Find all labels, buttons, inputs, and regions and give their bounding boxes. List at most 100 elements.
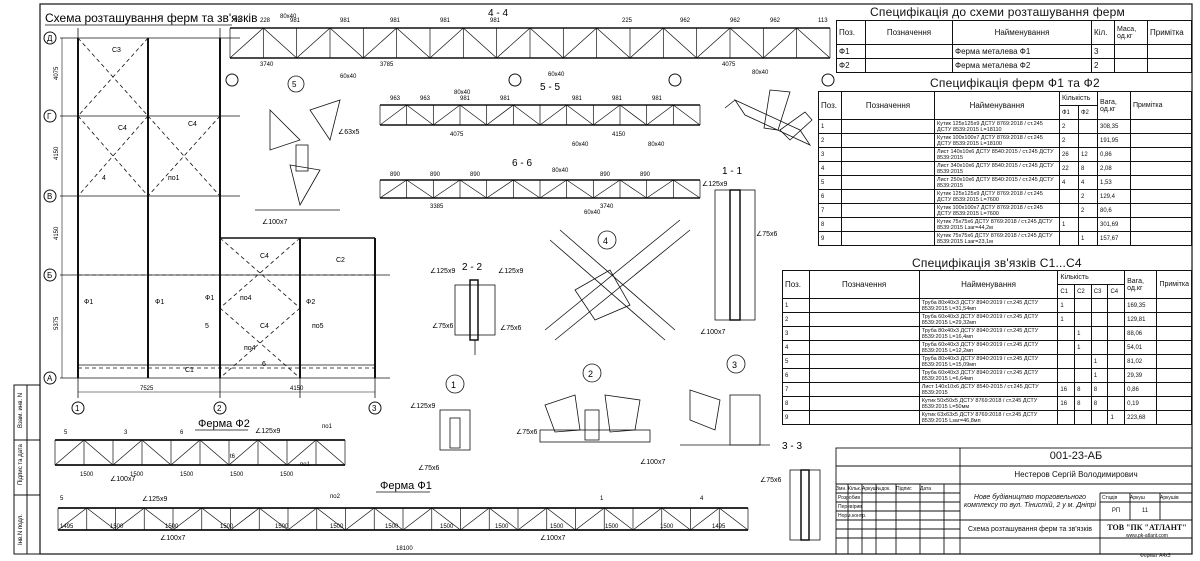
svg-text:С3: С3 — [112, 47, 121, 54]
section-title: 6 - 6 — [512, 158, 532, 169]
svg-text:по2: по2 — [330, 494, 341, 500]
svg-text:1500: 1500 — [330, 524, 344, 530]
table-cell: 8 — [1078, 161, 1098, 176]
svg-text:963: 963 — [390, 96, 401, 102]
table-cell: 1 — [1090, 354, 1109, 369]
svg-text:981: 981 — [572, 96, 583, 102]
svg-text:1500: 1500 — [660, 524, 674, 530]
svg-text:962: 962 — [730, 18, 741, 24]
table-cell: Лист 340х10х6 ДСТУ 8540:2015 / ст.245 ДС… — [934, 161, 1060, 176]
truss-web-4-4 — [229, 27, 831, 59]
svg-text:∠75х6: ∠75х6 — [756, 230, 778, 238]
svg-text:6: 6 — [262, 361, 266, 368]
table-cell: 26 — [1059, 147, 1079, 162]
table-cell — [1156, 312, 1192, 327]
svg-text:Ф1: Ф1 — [205, 295, 214, 302]
section-1-1 — [714, 189, 756, 321]
node-1 — [439, 374, 471, 451]
side-label: Взам. инв. N — [18, 393, 24, 428]
table-cell: 9 — [782, 410, 810, 425]
spec-c-table: Поз. Позначення Найменування Кількість В… — [782, 270, 1192, 425]
table-cell: Кутик 75х75х6 ДСТУ 8769:2018 / ст.245 ДС… — [934, 217, 1060, 232]
table-cell — [1078, 133, 1098, 148]
table-cell — [808, 410, 920, 425]
truss-total: 18100 — [396, 546, 413, 552]
svg-text:1500: 1500 — [165, 524, 179, 530]
table-cell — [808, 368, 920, 383]
table-cell: 308,35 — [1097, 119, 1131, 134]
section-title: 5 - 5 — [540, 82, 560, 93]
table-cell: Лист 140х10х6 ДСТУ 8540-2015 / ст.245 ДС… — [918, 382, 1059, 397]
svg-text:∠100х7: ∠100х7 — [540, 534, 565, 542]
table-cell — [1130, 189, 1192, 204]
table-cell — [1156, 326, 1192, 341]
table-cell — [1074, 354, 1092, 369]
svg-text:∠100х7: ∠100х7 — [700, 328, 725, 336]
table-cell — [841, 133, 935, 148]
table-cell: 2 — [1059, 119, 1079, 134]
svg-text:1495: 1495 — [712, 524, 726, 530]
table-cell — [808, 312, 920, 327]
table-cell: 169,35 — [1124, 298, 1158, 313]
svg-text:∠75х6: ∠75х6 — [418, 464, 440, 472]
stamp-role: Розробив — [838, 495, 861, 501]
svg-text:4150: 4150 — [54, 146, 60, 160]
table-cell: 2 — [1059, 133, 1079, 148]
svg-text:890: 890 — [600, 172, 611, 178]
svg-text:С4: С4 — [260, 253, 269, 260]
svg-text:1500: 1500 — [495, 524, 509, 530]
spec-c-title: Специфікація зв'язків С1...С4 — [912, 256, 1082, 270]
spec-f-title: Специфікація ферм Ф1 та Ф2 — [930, 76, 1100, 90]
table-cell — [1059, 203, 1079, 218]
table-cell: Кутик 100х100х7 ДСТУ 8769:2018 / ст.245 … — [934, 203, 1060, 218]
table-cell — [1090, 312, 1109, 327]
svg-text:1500: 1500 — [80, 472, 94, 478]
table-cell: 1 — [1078, 231, 1098, 246]
svg-text:890: 890 — [640, 172, 651, 178]
svg-text:80х40: 80х40 — [552, 168, 569, 174]
svg-text:65: 65 — [234, 18, 241, 24]
svg-text:981: 981 — [390, 18, 401, 24]
table-cell: Лист 140х10х6 ДСТУ 8540:2015 / ст.245 ДС… — [934, 147, 1060, 162]
table-cell — [808, 354, 920, 369]
side-label: Підпис та дата — [18, 444, 24, 485]
table-cell: 12 — [1078, 147, 1098, 162]
node-number: 1 — [451, 380, 456, 390]
svg-text:3740: 3740 — [260, 62, 274, 68]
node-4 — [544, 219, 691, 341]
table-cell: Труба 60х40х3 ДСТУ 8940:2019 / ст.245 ДС… — [918, 368, 1059, 383]
sheet-format: Формат А4х3 — [1140, 553, 1171, 559]
table-cell — [1107, 312, 1126, 327]
table-cell: 1 — [818, 119, 842, 134]
table-cell — [841, 147, 935, 162]
table-cell: Кутик 125х125х9 ДСТУ 8769:2018 / ст.245 … — [934, 189, 1060, 204]
axis-letter: Д — [47, 34, 53, 43]
svg-text:Ф2: Ф2 — [306, 299, 315, 306]
svg-text:по4: по4 — [244, 345, 256, 352]
doc-author: Нестеров Сергій Володимирович — [1014, 470, 1138, 479]
svg-text:5: 5 — [205, 323, 209, 330]
table-cell — [1156, 368, 1192, 383]
table-cell: 0,19 — [1124, 396, 1158, 411]
svg-text:1: 1 — [600, 496, 604, 502]
table-cell: 8 — [818, 217, 842, 232]
svg-text:С4: С4 — [188, 121, 197, 128]
svg-text:∠125х9: ∠125х9 — [255, 427, 280, 435]
svg-text:981: 981 — [500, 96, 511, 102]
table-cell — [1107, 382, 1126, 397]
table-cell: 157,67 — [1097, 231, 1131, 246]
angle-label: ∠63х5 — [338, 128, 360, 136]
table-cell: Труба 80х40х3 ДСТУ 8940:2019 / ст.245 ДС… — [918, 354, 1059, 369]
svg-text:∠125х9: ∠125х9 — [702, 180, 727, 188]
svg-text:3785: 3785 — [380, 62, 394, 68]
node-number: 4 — [603, 236, 608, 246]
section-title: 1 - 1 — [722, 166, 742, 177]
table-cell — [1107, 298, 1126, 313]
